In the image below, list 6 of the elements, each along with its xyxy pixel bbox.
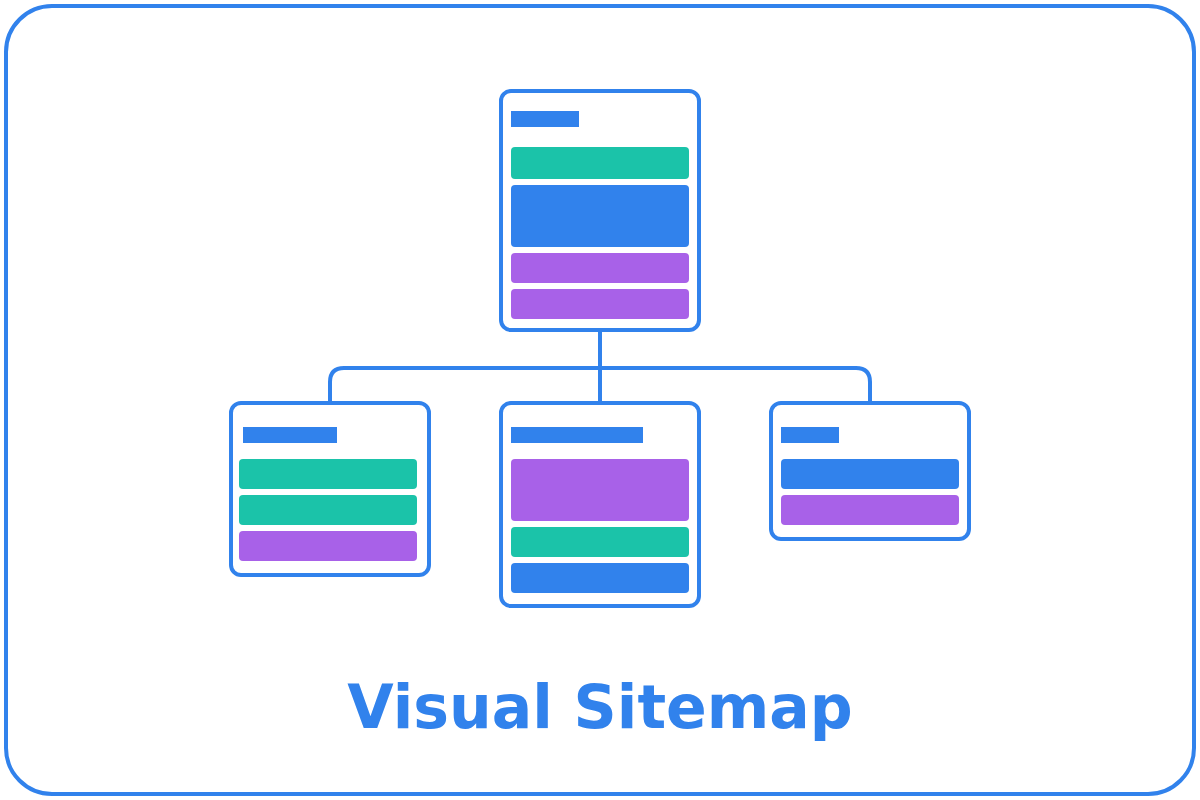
diagram-title: Visual Sitemap (347, 672, 853, 742)
page-box (229, 401, 431, 577)
page-box (499, 89, 701, 332)
page-box (769, 401, 971, 541)
connector-line (598, 332, 872, 401)
page-box (499, 401, 701, 608)
